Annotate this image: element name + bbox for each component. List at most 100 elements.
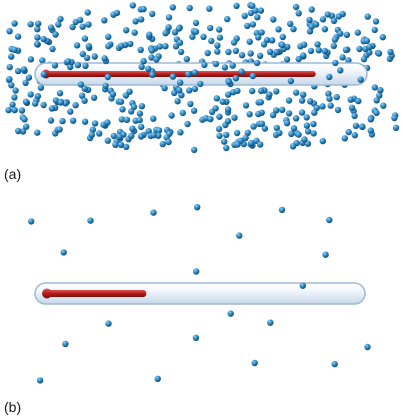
nanotube [34, 282, 366, 305]
particle [90, 94, 98, 101]
particle [69, 23, 76, 31]
particle [325, 90, 332, 97]
particle [251, 359, 258, 367]
particle [136, 110, 144, 117]
particle [231, 114, 238, 121]
particle [299, 282, 306, 289]
particle [300, 52, 307, 59]
particle [348, 104, 356, 112]
particle [12, 87, 19, 94]
particle [249, 72, 257, 80]
particle [11, 106, 18, 114]
particle [248, 139, 255, 147]
particle [223, 144, 230, 152]
particle [331, 360, 338, 368]
particle [257, 7, 265, 14]
tube-body [34, 282, 366, 305]
particle [387, 48, 394, 56]
particle [295, 10, 302, 17]
particle [149, 10, 156, 18]
particle [227, 310, 234, 317]
particle [208, 37, 215, 45]
particle [62, 340, 69, 348]
particle [159, 140, 166, 148]
particle [306, 16, 313, 24]
particle [191, 146, 198, 154]
particle [117, 98, 125, 105]
particle [376, 92, 383, 99]
particle [249, 2, 256, 9]
particle [176, 87, 183, 94]
particle [308, 6, 315, 13]
particle [119, 106, 126, 113]
particle [373, 109, 380, 117]
particle [213, 95, 220, 102]
particle [11, 46, 18, 53]
particle [174, 98, 181, 105]
particle [303, 122, 311, 129]
particle [246, 38, 253, 45]
particle [377, 87, 384, 94]
particle [169, 73, 177, 80]
particle [19, 128, 27, 135]
particle [162, 30, 169, 37]
particle [330, 42, 337, 50]
particle [266, 48, 274, 55]
particle [67, 63, 74, 71]
particle [127, 40, 134, 48]
particle [321, 47, 329, 55]
particle [315, 47, 322, 54]
particle [342, 46, 350, 54]
particle [319, 137, 326, 145]
particle [364, 343, 371, 351]
tube-fill [44, 290, 147, 297]
particle [300, 41, 308, 48]
particle [234, 87, 241, 95]
particle [258, 120, 266, 127]
particle [300, 91, 307, 98]
particle [6, 76, 13, 83]
particle [322, 251, 329, 258]
particle [257, 141, 264, 148]
particle [165, 24, 172, 31]
particle [324, 11, 331, 18]
particle [380, 102, 387, 109]
particle [116, 133, 123, 140]
particle [8, 53, 15, 60]
particle [193, 268, 200, 275]
particle [6, 63, 13, 71]
particle [57, 15, 64, 23]
particle [229, 62, 236, 69]
particle [189, 33, 196, 40]
particle [191, 85, 199, 93]
particle [171, 89, 178, 97]
particle [89, 126, 97, 133]
particle [47, 117, 55, 124]
particle [101, 17, 108, 24]
particle [148, 54, 155, 61]
particle [8, 82, 15, 89]
particle [35, 20, 42, 27]
particle [91, 120, 99, 127]
particle [32, 100, 39, 107]
particle [289, 143, 297, 150]
particle [131, 29, 138, 36]
particle [273, 88, 280, 95]
particle [314, 41, 321, 48]
particle [319, 103, 326, 110]
particle [371, 84, 378, 91]
particle [304, 140, 312, 147]
particle [301, 136, 308, 143]
particle [255, 34, 262, 41]
particle [138, 103, 146, 110]
particle [225, 91, 232, 98]
particle [138, 63, 145, 70]
particle [352, 122, 360, 129]
particle [72, 102, 79, 109]
particle [165, 138, 172, 146]
particle [207, 115, 214, 123]
particle [366, 43, 373, 51]
particle [105, 42, 112, 50]
panel-a [5, 1, 400, 154]
particle [104, 137, 112, 144]
